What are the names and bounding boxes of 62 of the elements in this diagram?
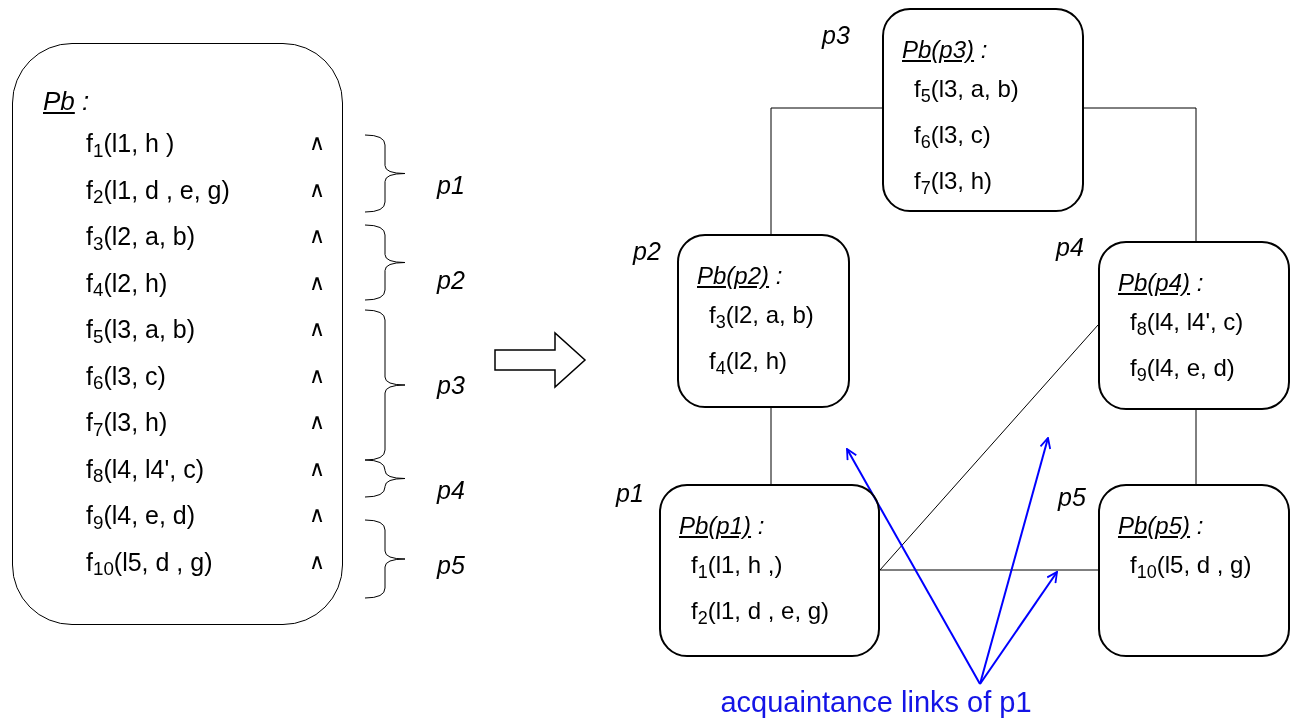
- peer-label: p1: [437, 170, 465, 200]
- formula: f$_{5}$(l3, a, b): [86, 314, 196, 349]
- peer-label: p4: [1056, 232, 1084, 262]
- conjunction-symbol: ∧: [309, 361, 325, 390]
- connector-line: [770, 407, 772, 485]
- connector-line: [770, 107, 883, 235]
- link-arrow: [979, 571, 1058, 685]
- formula: f$_{7}$(l3, h): [914, 166, 993, 200]
- link-arrow: [979, 437, 1052, 685]
- conjunction-symbol: ∧: [309, 315, 325, 343]
- peer-label: p2: [437, 265, 465, 295]
- peer-label: p3: [437, 370, 465, 400]
- link-arrow: [846, 448, 981, 685]
- caption-text: acquaintance links of p1: [716, 684, 1036, 720]
- peer-label: p4: [437, 475, 465, 505]
- conjunction-symbol: ∧: [309, 501, 325, 529]
- peer-label: p3: [822, 20, 850, 50]
- conjunction-symbol: ∧: [309, 454, 325, 483]
- formula: f$_{9}$(l4, e, d): [1130, 353, 1235, 387]
- conjunction-symbol: ∧: [309, 408, 325, 436]
- heading: Pb(p1) :: [679, 511, 765, 541]
- heading: Pb(p2) :: [697, 261, 783, 291]
- formula: f$_{6}$(l3, c): [86, 360, 166, 396]
- formula: f$_{4}$(l2, h): [709, 346, 788, 380]
- formula: f$_{7}$(l3, h): [86, 407, 168, 442]
- peer-box: [659, 484, 880, 657]
- formula: f$_{10}$(l5, d , g): [1130, 550, 1252, 584]
- formula: f$_{8}$(l4, l4', c): [1130, 307, 1244, 341]
- peer-label: p1: [616, 478, 644, 508]
- formula: f$_{6}$(l3, c): [914, 120, 991, 154]
- peer-box: [1098, 484, 1290, 657]
- heading: Pb(p5) :: [1118, 511, 1204, 541]
- formula: f$_{8}$(l4, l4', c): [86, 453, 204, 489]
- formula: f$_{9}$(l4, e, d): [86, 500, 196, 535]
- formula: f$_{4}$(l2, h): [86, 267, 168, 303]
- conjunction-symbol: ∧: [309, 129, 325, 157]
- peer-label: p5: [1058, 482, 1086, 512]
- formula-box: [12, 43, 343, 625]
- connector-line: [1195, 409, 1197, 485]
- conjunction-symbol: ∧: [309, 222, 325, 250]
- heading: Pb :: [43, 86, 90, 116]
- conjunction-symbol: ∧: [309, 268, 325, 297]
- formula: f$_{3}$(l2, a, b): [86, 221, 196, 256]
- formula: f$_{2}$(l1, d , e, g): [691, 596, 830, 630]
- connector-line: [1083, 107, 1197, 242]
- peer-label: p5: [437, 550, 465, 580]
- formula: f$_{10}$(l5, d , g): [86, 546, 213, 582]
- peer-box: [882, 8, 1084, 212]
- heading: Pb(p3) :: [902, 35, 988, 65]
- conjunction-symbol: ∧: [309, 547, 325, 576]
- connector-line: [879, 324, 1099, 571]
- formula: f$_{1}$(l1, h ,): [691, 550, 783, 584]
- formula: f$_{1}$(l1, h ): [86, 128, 175, 163]
- peer-box: [1098, 241, 1290, 410]
- formula: f$_{5}$(l3, a, b): [914, 74, 1019, 108]
- heading: Pb(p4) :: [1118, 268, 1204, 298]
- formula: f$_{3}$(l2, a, b): [709, 300, 814, 334]
- peer-box: [677, 234, 850, 408]
- peer-label: p2: [633, 236, 661, 266]
- formula: f$_{2}$(l1, d , e, g): [86, 174, 230, 210]
- connector-line: [879, 569, 1099, 571]
- conjunction-symbol: ∧: [309, 175, 325, 204]
